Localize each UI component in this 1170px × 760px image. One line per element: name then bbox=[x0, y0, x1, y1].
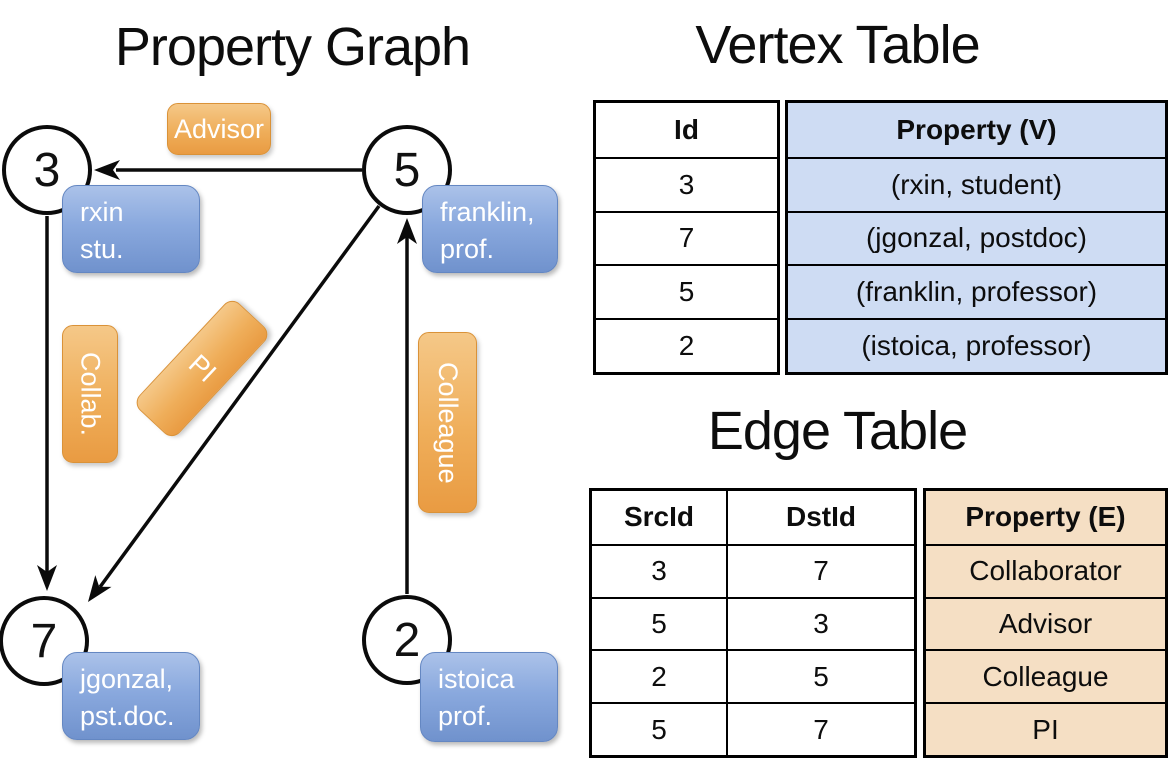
edge-property-cell: Advisor bbox=[926, 596, 1165, 650]
edge-table-header-dstid: DstId bbox=[786, 501, 856, 533]
vertex-id-cell: 5 bbox=[596, 264, 777, 318]
vertex-property-line2: pst.doc. bbox=[80, 701, 175, 731]
vertex-property-box-istoica: istoica prof. bbox=[420, 652, 558, 742]
edge-dstid-cell: 5 bbox=[728, 649, 914, 702]
vertex-property-cell: (rxin, student) bbox=[788, 156, 1165, 211]
vertex-table-property-column: Property (V) (rxin, student) (jgonzal, p… bbox=[785, 100, 1168, 375]
edge-label-collab: Collab. bbox=[62, 325, 118, 463]
edge-property-cell: Colleague bbox=[926, 649, 1165, 702]
edge-property-cell: PI bbox=[926, 702, 1165, 755]
edge-label-text: Collab. bbox=[75, 351, 106, 437]
node-5-id: 5 bbox=[393, 143, 421, 197]
edge-srcid-cell: 2 bbox=[592, 649, 728, 703]
edge-srcid-cell: 3 bbox=[592, 543, 728, 597]
vertex-property-line1: rxin bbox=[80, 197, 124, 227]
vertex-property-line2: stu. bbox=[80, 234, 124, 264]
vertex-property-cell: (istoica, professor) bbox=[788, 318, 1165, 372]
edge-label-text: PI bbox=[182, 348, 222, 388]
arrowhead-into-node-7-vertical bbox=[37, 565, 57, 591]
vertex-property-cell: (franklin, professor) bbox=[788, 264, 1165, 318]
vertex-property-box-jgonzal: jgonzal, pst.doc. bbox=[62, 652, 200, 740]
edge-pi-line bbox=[98, 204, 381, 589]
vertex-property-line2: prof. bbox=[438, 701, 493, 731]
edge-table-header-srcid: SrcId bbox=[592, 491, 728, 544]
arrowhead-into-node-5 bbox=[397, 218, 417, 244]
vertex-table-header-property: Property (V) bbox=[896, 113, 1057, 145]
edge-table-id-columns: SrcId DstId 3 7 5 3 2 5 5 7 bbox=[589, 488, 917, 758]
vertex-table-title: Vertex Table bbox=[695, 15, 980, 75]
edge-dstid-cell: 7 bbox=[728, 543, 914, 597]
node-2-id: 2 bbox=[393, 613, 421, 667]
node-7-id: 7 bbox=[30, 614, 58, 668]
vertex-property-cell: (jgonzal, postdoc) bbox=[788, 210, 1165, 265]
edge-table-title: Edge Table bbox=[707, 401, 968, 461]
vertex-property-line1: franklin, bbox=[440, 197, 535, 227]
edge-srcid-cell: 5 bbox=[592, 702, 728, 755]
vertex-property-box-franklin: franklin, prof. bbox=[422, 185, 558, 273]
edge-label-colleague: Colleague bbox=[418, 332, 477, 513]
edge-table-property-column: Property (E) Collaborator Advisor Collea… bbox=[923, 488, 1168, 758]
arrowhead-into-node-7-diagonal bbox=[88, 575, 112, 602]
edge-label-text: Advisor bbox=[173, 113, 265, 144]
vertex-table-id-column: Id 3 7 5 2 bbox=[593, 100, 780, 375]
vertex-property-box-rxin: rxin stu. bbox=[62, 185, 200, 273]
edge-label-text: Colleague bbox=[433, 361, 463, 484]
edge-table-header-property: Property (E) bbox=[965, 501, 1126, 533]
edge-dstid-cell: 3 bbox=[728, 596, 914, 650]
vertex-id-cell: 2 bbox=[596, 318, 777, 372]
vertex-property-line2: prof. bbox=[440, 234, 495, 264]
edge-property-cell: Collaborator bbox=[926, 543, 1165, 597]
graph-node-2: 2 bbox=[362, 595, 452, 685]
edge-dstid-cell: 7 bbox=[728, 702, 914, 755]
graph-edges-layer bbox=[37, 160, 417, 602]
node-3-id: 3 bbox=[33, 143, 61, 197]
arrowhead-into-node-3 bbox=[94, 160, 120, 180]
edge-label-advisor: Advisor bbox=[167, 103, 271, 155]
edge-srcid-cell: 5 bbox=[592, 596, 728, 650]
vertex-id-cell: 3 bbox=[596, 156, 777, 211]
vertex-table-header-id: Id bbox=[674, 113, 699, 145]
vertex-id-cell: 7 bbox=[596, 210, 777, 265]
vertex-property-line1: jgonzal, bbox=[80, 664, 174, 694]
vertex-property-line1: istoica bbox=[438, 664, 515, 694]
property-graph-title: Property Graph bbox=[114, 17, 471, 77]
